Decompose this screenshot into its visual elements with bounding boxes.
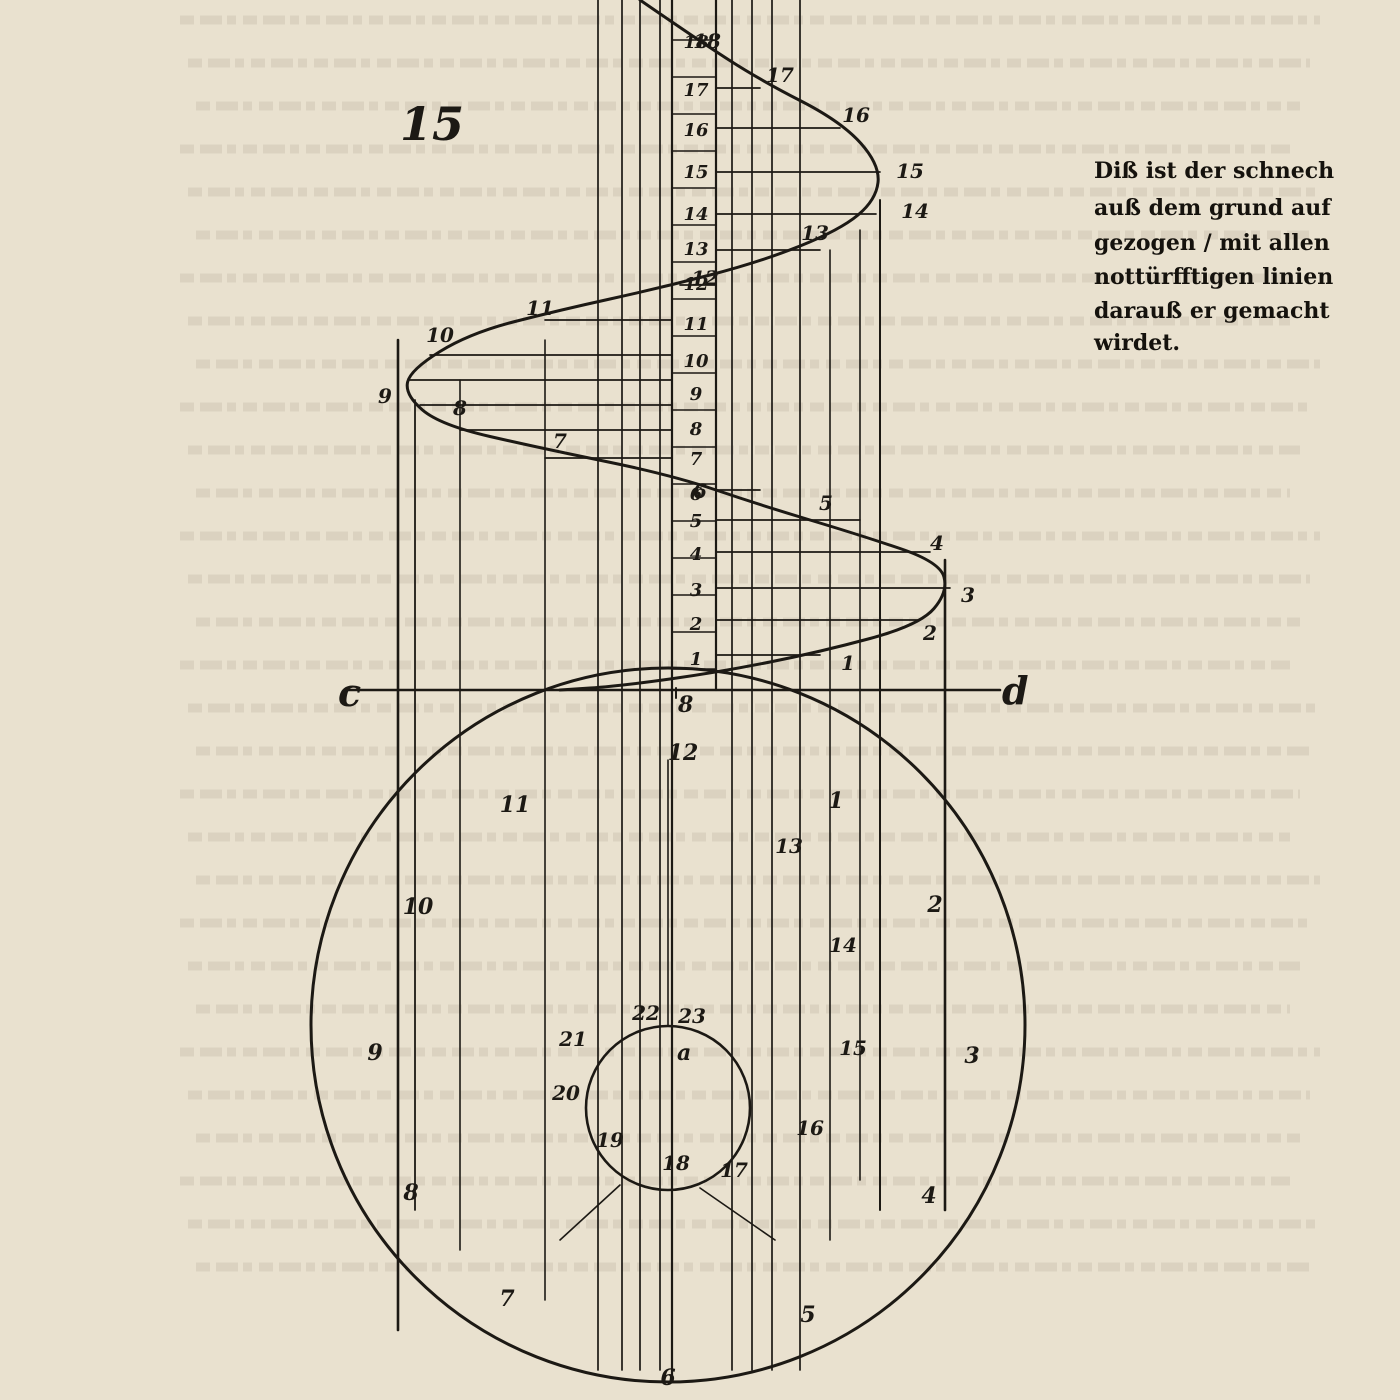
axis-column-label: 9 [690,384,703,405]
axis-column-label: 4 [690,544,703,565]
axis-column-label: 7 [690,449,703,470]
axis-column-label: 11 [683,314,708,335]
axis-column-label: 17 [683,80,709,101]
helix-label: 2 [922,621,937,645]
caption-line-1: Diß ist der schnech [1094,158,1334,184]
outer-circle-label: 11 [500,792,531,818]
outer-circle-label: 4 [921,1183,936,1209]
helix-label: 10 [426,323,454,347]
helix-label: 18 [693,29,721,53]
helix-label: 9 [378,384,392,408]
outer-circle-label: 8 [402,1180,418,1206]
helix-label: 1 [841,651,855,675]
axis-tick-label: 8 [677,692,693,718]
axis-column-label: 1 [690,649,703,670]
caption-line-6: wirdet. [1093,330,1180,356]
construction-lines [309,0,1027,1384]
show-through-text [180,15,1320,1272]
helix-label: 11 [526,296,554,320]
caption-line-4: nottürfftigen linien [1094,264,1333,290]
axis-column-label: 12 [683,274,708,295]
axis-column-label: 2 [689,614,703,635]
inner-circle-label: 23 [677,1004,706,1028]
inner-circle-label: 17 [720,1158,748,1182]
inner-circle-label: 20 [551,1081,580,1105]
axis-column-label: 13 [683,239,708,260]
helix-label: 12 [691,266,719,290]
axis-column-label: 10 [683,351,709,372]
helix-label: 6 [693,479,707,503]
outer-circle-label: 2 [926,892,942,918]
outer-circle-label: 3 [964,1043,979,1069]
inner-circle-label: 13 [775,834,803,858]
caption-line-2: auß dem grund auf [1094,195,1332,221]
outer-circle-label: 9 [367,1040,382,1066]
outer-circle-label: 12 [668,740,699,766]
helix-curve [405,0,947,692]
outer-circle-label: 1 [828,788,843,814]
axis-label-d: d [1002,668,1029,713]
inner-circle [584,1024,752,1192]
helix-label: 3 [961,583,975,607]
inner-circle-label: 14 [829,933,857,957]
helix-label: 7 [553,429,567,453]
caption-line-3: gezogen / mit allen [1094,230,1330,256]
helix-label: 4 [930,531,944,555]
inner-circle-label: 19 [596,1128,624,1152]
helix-label: 13 [801,221,829,245]
axis-label-c: c [338,670,361,715]
inner-circle-label: 22 [631,1001,660,1025]
caption-block: Diß ist der schnech auß dem grund auf ge… [1093,158,1334,356]
outer-circle-label: 5 [800,1302,815,1328]
outer-circle-label: 10 [403,894,434,920]
axis-column-label: 3 [690,580,703,601]
radial-construction-line [699,1187,776,1241]
helix-label: 17 [766,63,794,87]
plate-number: 15 [400,97,464,151]
helix-label: 5 [819,491,833,515]
axis-column-label: 8 [689,419,703,440]
helix-label: 14 [901,199,929,223]
inner-circle-label: 16 [796,1116,824,1140]
axis-column-label: 15 [683,162,708,183]
axis-column-label: 18 [683,32,709,53]
axis-column-label: 5 [690,511,703,532]
inner-circle-label: 15 [839,1036,867,1060]
caption-line-5: darauß er gemacht [1094,298,1330,324]
center-label-a: a [677,1040,691,1066]
inner-circle-label: 21 [558,1027,587,1051]
helix-label: 15 [896,159,924,183]
outer-circle-label: 6 [660,1365,675,1391]
axis-column-label: 6 [690,484,703,505]
axis-column-label: 14 [683,204,708,225]
outer-circle [309,666,1027,1384]
helix-label: 16 [842,103,870,127]
inner-circle-label: 18 [662,1151,690,1175]
axis-column-label: 16 [683,120,709,141]
helix-label: 8 [452,396,467,420]
outer-circle-label: 7 [499,1286,515,1312]
radial-construction-line [559,1184,621,1241]
